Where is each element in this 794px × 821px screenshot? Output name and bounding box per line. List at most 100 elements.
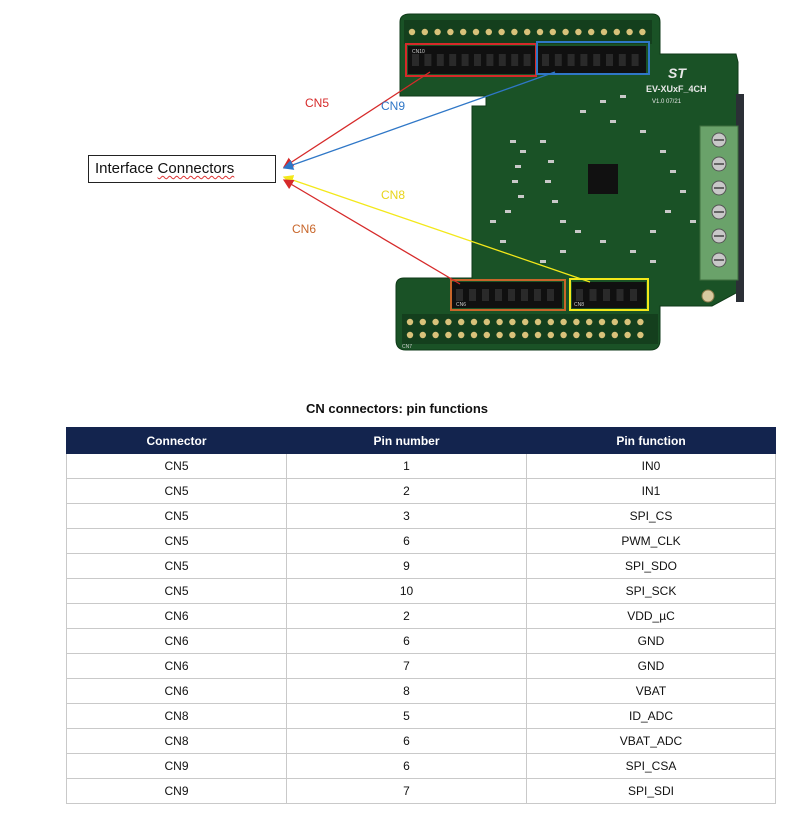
header-pin (434, 28, 441, 36)
pin-number-cell: 8 (286, 678, 527, 704)
header-pin (406, 331, 414, 339)
pin-number-cell: 7 (286, 778, 527, 804)
smd-component (610, 120, 616, 123)
smd-component (515, 165, 521, 168)
header-pin (549, 28, 556, 36)
header-pin (624, 318, 631, 326)
header-pin (573, 331, 580, 339)
smd-component (560, 220, 566, 223)
header-pin (509, 331, 516, 339)
connector-slot (511, 54, 519, 66)
header-pin (447, 28, 454, 36)
header-pin (547, 331, 554, 339)
header-pin (534, 331, 542, 339)
connector-slot (486, 54, 494, 66)
smd-component (545, 180, 551, 183)
connector-slot (523, 54, 531, 66)
table-caption: CN connectors: pin functions (306, 401, 488, 416)
cn5-arrow-label: CN5 (305, 96, 330, 110)
smd-component (650, 260, 656, 263)
connector-cell: CN6 (66, 653, 287, 679)
pin-function-cell: PWM_CLK (526, 528, 776, 554)
header-pin (575, 28, 582, 36)
connector-cell: CN9 (66, 753, 287, 779)
st-logo: ST (668, 65, 687, 81)
connector-slot (631, 54, 639, 66)
header-pin-function: Pin function (526, 427, 776, 454)
header-bottom-strip (402, 314, 658, 344)
connector-cell: CN5 (66, 528, 287, 554)
smd-component (620, 95, 626, 98)
connector-cell: CN6 (66, 603, 287, 629)
header-pin (408, 28, 416, 36)
smd-component (540, 140, 546, 143)
connector-slot (630, 289, 637, 301)
connector-cell: CN6 (66, 678, 287, 704)
connector-slot (498, 54, 506, 66)
pin-function-cell: VBAT (526, 678, 776, 704)
smd-component (548, 160, 554, 163)
connector-slot (474, 54, 481, 66)
pin-number-cell: 1 (286, 453, 527, 479)
header-pin (496, 318, 503, 326)
header-pin (562, 28, 569, 36)
header-pin (637, 331, 644, 339)
header-pin (534, 318, 542, 326)
cn8-arrow (282, 175, 591, 283)
board-edge (736, 94, 744, 302)
pin-function-cell: SPI_SDO (526, 553, 776, 579)
smd-component (518, 195, 524, 198)
smd-component (512, 180, 518, 183)
header-pin (496, 331, 503, 339)
header-pin (573, 318, 580, 326)
header-pin (470, 318, 478, 326)
connector-cell: CN5 (66, 503, 287, 529)
pin-function-cell: SPI_SDI (526, 778, 776, 804)
board-cn10-label: CN10 (412, 49, 425, 55)
pin-number-cell: 9 (286, 553, 527, 579)
connector-cell: CN9 (66, 778, 287, 804)
pin-number-cell: 5 (286, 703, 527, 729)
connector-cell: CN8 (66, 728, 287, 754)
pin-number-cell: 6 (286, 728, 527, 754)
connector-slot (412, 54, 419, 66)
header-pin (421, 28, 428, 36)
header-pin (560, 318, 567, 326)
cn6-arrow (282, 179, 461, 285)
connector-cell: CN5 (66, 553, 287, 579)
header-pin (511, 28, 518, 36)
connector-slot (567, 54, 575, 66)
connector-slot (593, 54, 601, 66)
callout-text-squiggle: Connectors (157, 160, 235, 177)
connector-slot (542, 54, 549, 66)
connector-slot (436, 54, 444, 66)
header-pin (432, 318, 439, 326)
pcb-board (395, 13, 739, 351)
pin-function-cell: SPI_CSA (526, 753, 776, 779)
header-pin (586, 331, 593, 339)
smd-component (505, 210, 511, 213)
header-pin (637, 318, 644, 326)
header-pin (445, 318, 452, 326)
board-figure: EV-XUxF_4CH V1.0 07/21 ST CN10 CN7 CN6 C… (0, 0, 794, 360)
header-pin (524, 28, 531, 36)
smd-component (580, 110, 586, 113)
header-pin (536, 28, 544, 36)
pin-number-cell: 6 (286, 528, 527, 554)
smd-component (540, 260, 546, 263)
connector-cell: CN8 (66, 703, 287, 729)
pin-number-cell: 3 (286, 503, 527, 529)
header-pin (483, 318, 490, 326)
smd-component (600, 100, 606, 103)
interface-connectors-callout: Interface Connectors (88, 155, 276, 183)
connector-slot (554, 54, 562, 66)
